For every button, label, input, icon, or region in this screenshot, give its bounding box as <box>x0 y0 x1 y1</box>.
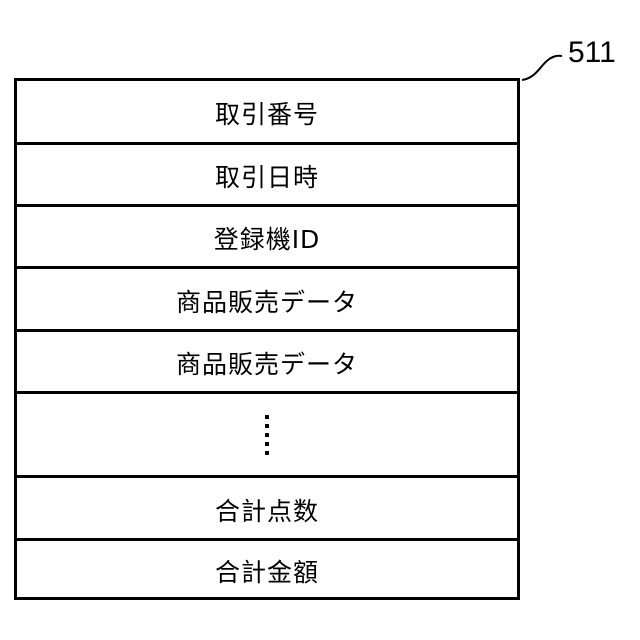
reference-numeral: 511 <box>568 38 616 68</box>
